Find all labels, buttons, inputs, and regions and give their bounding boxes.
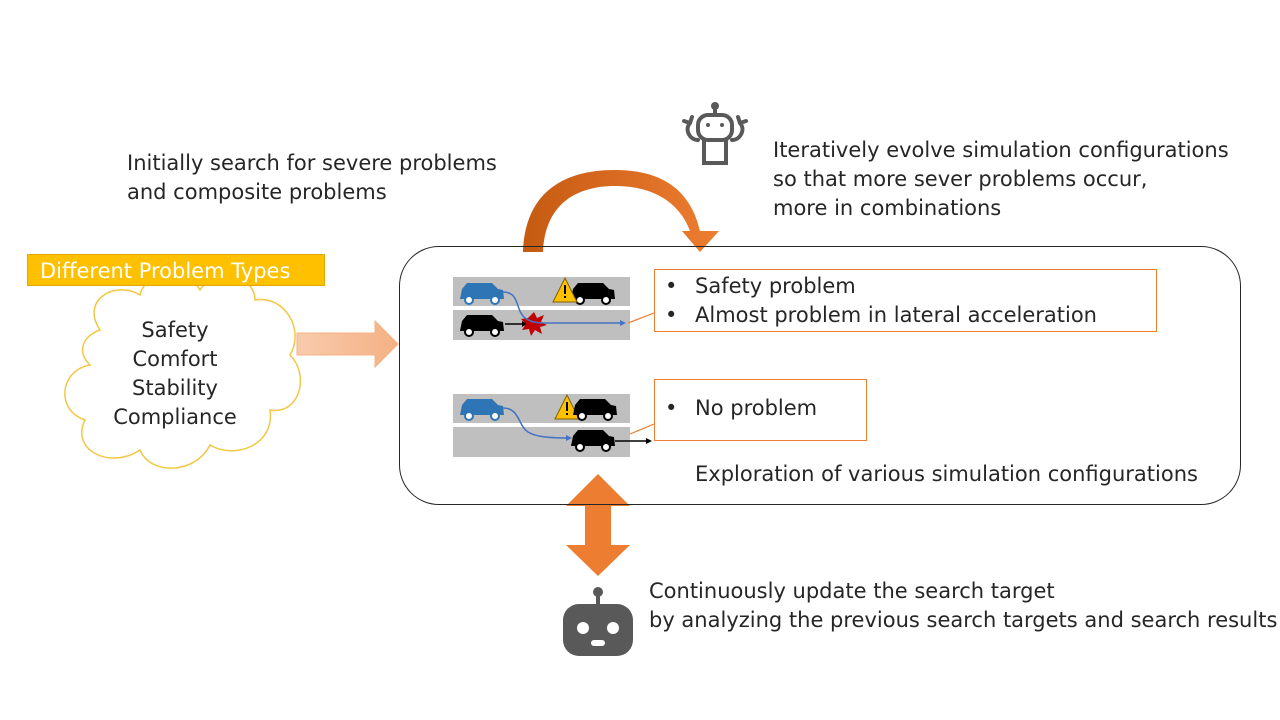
- blue-car-icon: [460, 399, 504, 421]
- collision-burst-icon: [521, 312, 547, 336]
- exploration-box: [399, 246, 1241, 505]
- callout-item: Almost problem in lateral acceleration: [655, 301, 1156, 330]
- problem-types-label: Different Problem Types: [27, 254, 325, 286]
- problem-types-list: Safety Comfort Stability Compliance: [90, 316, 260, 432]
- scenario-2-road: [453, 393, 652, 457]
- robot-head-icon: [563, 587, 633, 656]
- evolve-text: Iteratively evolve simulation configurat…: [773, 138, 1229, 220]
- warning-triangle-icon: [554, 393, 580, 420]
- black-car-icon: [573, 399, 617, 421]
- warning-triangle-icon: [552, 276, 578, 303]
- black-car-icon: [571, 430, 615, 452]
- input-arrow: [296, 319, 399, 369]
- callout-item: No problem: [655, 394, 866, 423]
- scenario-2-callout: No problem: [654, 379, 867, 441]
- problem-type-stability: Stability: [132, 376, 218, 400]
- black-car-icon: [460, 315, 504, 337]
- evolve-curved-arrow: [523, 170, 719, 252]
- blue-car-icon: [460, 283, 504, 305]
- update-text: Continuously update the search target by…: [649, 579, 1278, 632]
- problem-type-comfort: Comfort: [132, 347, 218, 371]
- initial-search-text: Initially search for severe problems and…: [127, 151, 497, 204]
- robot-arms-icon: [682, 102, 748, 165]
- black-car-icon: [571, 283, 615, 305]
- callout-item: Safety problem: [655, 272, 1156, 301]
- update-double-arrow: [566, 474, 630, 576]
- problem-type-compliance: Compliance: [113, 405, 237, 429]
- problem-type-safety: Safety: [141, 318, 209, 342]
- exploration-text: Exploration of various simulation config…: [695, 462, 1198, 486]
- scenario-1-road: [453, 276, 630, 340]
- scenario-1-callout: Safety problem Almost problem in lateral…: [654, 269, 1157, 332]
